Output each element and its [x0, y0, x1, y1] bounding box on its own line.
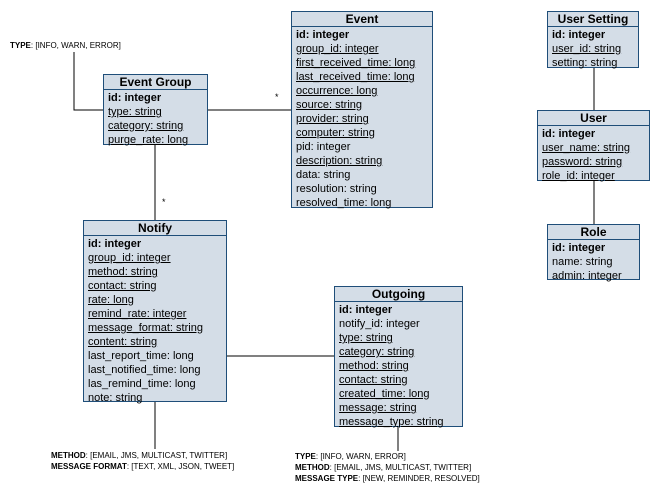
attribute-primary-key: id: integer: [552, 242, 606, 254]
note-line: METHOD: [EMAIL, JMS, MULTICAST, TWITTER]: [51, 450, 234, 461]
note-key: MESSAGE FORMAT: [51, 462, 127, 471]
attribute: type: string: [339, 332, 393, 344]
attribute: user_name: string: [542, 142, 631, 154]
user-entity[interactable]: User id: integer user_name: string passw…: [537, 110, 650, 183]
notify-enum-note: METHOD: [EMAIL, JMS, MULTICAST, TWITTER]…: [51, 450, 234, 472]
note-link-event-group-type: [73, 52, 103, 111]
attribute: remind_rate: integer: [88, 308, 187, 320]
attribute: category: string: [108, 120, 184, 132]
entity-title: User Setting: [548, 12, 638, 27]
attribute-primary-key: id: integer: [542, 128, 596, 140]
entity-title: Event Group: [104, 75, 207, 90]
attribute-foreign-key: user_id: string: [552, 43, 622, 55]
entity-attributes: id: integer type: string category: strin…: [104, 90, 207, 147]
note-line: TYPE: [INFO, WARN, ERROR]: [295, 451, 480, 462]
note-value: : [NEW, REMINDER, RESOLVED]: [358, 474, 480, 483]
note-value: : [EMAIL, JMS, MULTICAST, TWITTER]: [329, 463, 472, 472]
note-key: METHOD: [51, 451, 86, 460]
multiplicity-event-group-notify: *: [162, 197, 166, 207]
attribute: message_type: string: [339, 416, 444, 428]
attribute: rate: long: [88, 294, 134, 306]
attribute: description: string: [296, 155, 383, 167]
attribute: source: string: [296, 99, 363, 111]
outgoing-enum-note: TYPE: [INFO, WARN, ERROR] METHOD: [EMAIL…: [295, 451, 480, 484]
entity-title: Event: [292, 12, 432, 27]
attribute: category: string: [339, 346, 415, 358]
multiplicity-event-group-event: *: [275, 92, 279, 102]
entity-title: User: [538, 111, 649, 126]
attribute: setting: string: [552, 57, 618, 69]
attribute: data: string: [296, 169, 351, 181]
note-value: : [INFO, WARN, ERROR]: [30, 41, 121, 50]
attribute: computer: string: [296, 127, 375, 139]
entity-title: Notify: [84, 221, 226, 236]
attribute: admin: integer: [552, 270, 622, 282]
attribute-foreign-key: group_id: integer: [296, 43, 379, 55]
event-group-type-note: TYPE: [INFO, WARN, ERROR]: [10, 40, 121, 51]
attribute: type: string: [108, 106, 162, 118]
note-value: : [INFO, WARN, ERROR]: [315, 452, 406, 461]
note-key: TYPE: [10, 41, 31, 50]
note-line: MESSAGE TYPE: [NEW, REMINDER, RESOLVED]: [295, 473, 480, 484]
note-key: MESSAGE TYPE: [295, 474, 359, 483]
attribute: contact: string: [339, 374, 408, 386]
attribute-primary-key: id: integer: [296, 29, 350, 41]
role-entity[interactable]: Role id: integer name: string admin: int…: [547, 224, 640, 283]
attribute-primary-key: id: integer: [552, 29, 606, 41]
attribute-foreign-key: role_id: integer: [542, 170, 615, 182]
attribute: first_received_time: long: [296, 57, 416, 69]
entity-attributes: id: integer user_name: string password: …: [538, 126, 649, 183]
attribute: note: string: [88, 392, 143, 404]
attribute: method: string: [88, 266, 158, 278]
attribute: pid: integer: [296, 141, 351, 153]
outgoing-entity[interactable]: Outgoing id: integer notify_id: integer …: [334, 286, 463, 429]
attribute: last_notified_time: long: [88, 364, 201, 376]
entity-attributes: id: integer user_id: string setting: str…: [548, 27, 638, 70]
note-key: TYPE: [295, 452, 316, 461]
attribute: password: string: [542, 156, 623, 168]
entity-title: Outgoing: [335, 287, 462, 302]
user-setting-entity[interactable]: User Setting id: integer user_id: string…: [547, 11, 639, 70]
entity-attributes: id: integer group_id: integer first_rece…: [292, 27, 432, 210]
attribute: last_received_time: long: [296, 71, 415, 83]
entity-attributes: id: integer name: string admin: integer: [548, 240, 639, 283]
attribute: created_time: long: [339, 388, 430, 400]
note-line: MESSAGE FORMAT: [TEXT, XML, JSON, TWEET]: [51, 461, 234, 472]
attribute: contact: string: [88, 280, 157, 292]
notify-entity[interactable]: Notify id: integer group_id: integer met…: [83, 220, 227, 405]
note-value: : [EMAIL, JMS, MULTICAST, TWITTER]: [85, 451, 228, 460]
attribute: name: string: [552, 256, 613, 268]
attribute: resolution: string: [296, 183, 377, 195]
attribute-foreign-key: group_id: integer: [88, 252, 171, 264]
attribute: las_remind_time: long: [88, 378, 196, 390]
attribute: resolved_time: long: [296, 197, 392, 209]
attribute: purge_rate: long: [108, 134, 189, 146]
attribute: message_format: string: [88, 322, 203, 334]
attribute: last_report_time: long: [88, 350, 194, 362]
attribute-primary-key: id: integer: [108, 92, 162, 104]
note-line: METHOD: [EMAIL, JMS, MULTICAST, TWITTER]: [295, 462, 480, 473]
event-entity[interactable]: Event id: integer group_id: integer firs…: [291, 11, 433, 210]
entity-title: Role: [548, 225, 639, 240]
attribute: message: string: [339, 402, 417, 414]
entity-attributes: id: integer group_id: integer method: st…: [84, 236, 226, 405]
note-key: METHOD: [295, 463, 330, 472]
attribute: content: string: [88, 336, 158, 348]
attribute: method: string: [339, 360, 409, 372]
attribute: provider: string: [296, 113, 369, 125]
attribute-primary-key: id: integer: [88, 238, 142, 250]
attribute-foreign-key: notify_id: integer: [339, 318, 420, 330]
event-group-entity[interactable]: Event Group id: integer type: string cat…: [103, 74, 208, 147]
attribute-primary-key: id: integer: [339, 304, 393, 316]
attribute: occurrence: long: [296, 85, 378, 97]
note-value: : [TEXT, XML, JSON, TWEET]: [126, 462, 235, 471]
entity-attributes: id: integer notify_id: integer type: str…: [335, 302, 462, 429]
